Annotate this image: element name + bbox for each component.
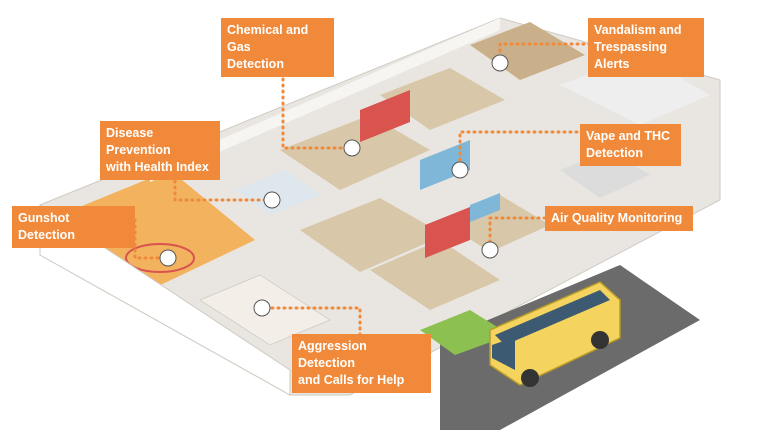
connector-chemical xyxy=(281,53,352,150)
sensor-icon xyxy=(159,249,177,267)
connector-aggression xyxy=(260,306,362,337)
sensor-icon xyxy=(491,54,509,72)
label-line: and Calls for Help xyxy=(298,373,405,387)
label-line: Aggression Detection xyxy=(298,339,367,370)
label-gunshot-detection: Gunshot Detection xyxy=(12,206,135,248)
label-line: Detection xyxy=(586,146,643,160)
sensor-icon xyxy=(451,161,469,179)
blue-panel xyxy=(470,193,500,222)
label-disease-prevention: Disease Prevention with Health Index xyxy=(100,121,220,180)
label-line: Vandalism and xyxy=(594,23,682,37)
classroom-floor xyxy=(370,240,500,310)
sensor-icon xyxy=(263,191,281,209)
classroom-floor xyxy=(300,198,445,272)
label-vape-thc-detection: Vape and THC Detection xyxy=(580,124,681,166)
label-air-quality-monitoring: Air Quality Monitoring xyxy=(545,206,693,231)
label-line: Air Quality Monitoring xyxy=(551,211,683,225)
connector-air xyxy=(488,216,547,252)
label-line: Chemical and Gas xyxy=(227,23,309,54)
label-aggression-detection: Aggression Detection and Calls for Help xyxy=(292,334,431,393)
sensor-icon xyxy=(343,139,361,157)
sensor-icons xyxy=(159,54,509,317)
grass-strip xyxy=(420,310,510,355)
label-line: with Health Index xyxy=(106,160,209,174)
chalkboard xyxy=(360,90,410,142)
chalkboard xyxy=(425,207,470,258)
gym-center-circle xyxy=(125,243,195,273)
library-floor xyxy=(470,22,585,80)
connector-gunshot xyxy=(133,218,170,260)
building-wall xyxy=(150,18,500,182)
blue-panel xyxy=(420,140,470,190)
sensor-icon xyxy=(253,299,271,317)
label-line: Vape and THC xyxy=(586,129,671,143)
label-vandalism-trespassing-alerts: Vandalism and Trespassing Alerts xyxy=(588,18,704,77)
label-chemical-gas-detection: Chemical and Gas Detection xyxy=(221,18,334,77)
sensor-icon xyxy=(481,241,499,259)
label-line: Detection xyxy=(227,57,284,71)
clinic-floor xyxy=(235,170,320,215)
label-line: Gunshot Detection xyxy=(18,211,75,242)
classroom-floor xyxy=(380,68,505,130)
label-line: Disease Prevention xyxy=(106,126,171,157)
label-line: Trespassing Alerts xyxy=(594,40,667,71)
school-bus xyxy=(489,281,621,387)
